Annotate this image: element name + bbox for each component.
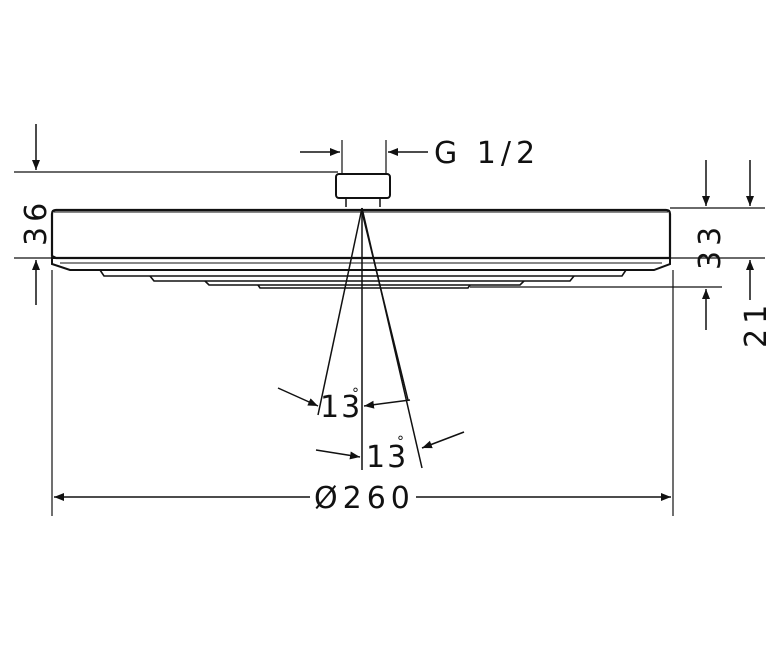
angle-upper-dimension: 13 °	[277, 386, 411, 425]
height-body-dimension: 33	[693, 160, 728, 330]
extension-lines	[14, 140, 765, 516]
height-total-dimension: 36	[19, 124, 54, 305]
connector-nut	[335, 173, 391, 199]
thread-label: G 1/2	[434, 136, 540, 171]
angle-upper-degree: °	[352, 386, 359, 402]
height-total-label: 36	[19, 198, 54, 246]
diameter-label: Ø260	[314, 481, 415, 516]
height-nozzles-label: 21	[739, 300, 774, 348]
thread-dimension: G 1/2	[300, 136, 540, 171]
angle-lower-degree: °	[397, 434, 404, 450]
spray-angle-lines	[317, 207, 423, 470]
height-nozzles-dimension: 21	[739, 160, 774, 348]
shower-head-outline	[50, 173, 672, 289]
height-body-label: 33	[693, 222, 728, 270]
face-plate	[51, 257, 671, 271]
head-body	[50, 208, 672, 260]
angle-lower-dimension: 13 °	[315, 431, 465, 475]
diameter-dimension: Ø260	[54, 481, 671, 516]
angle-lower-label: 13	[366, 440, 408, 475]
angle-upper-label: 13	[320, 390, 362, 425]
nozzle-steps	[99, 269, 627, 289]
